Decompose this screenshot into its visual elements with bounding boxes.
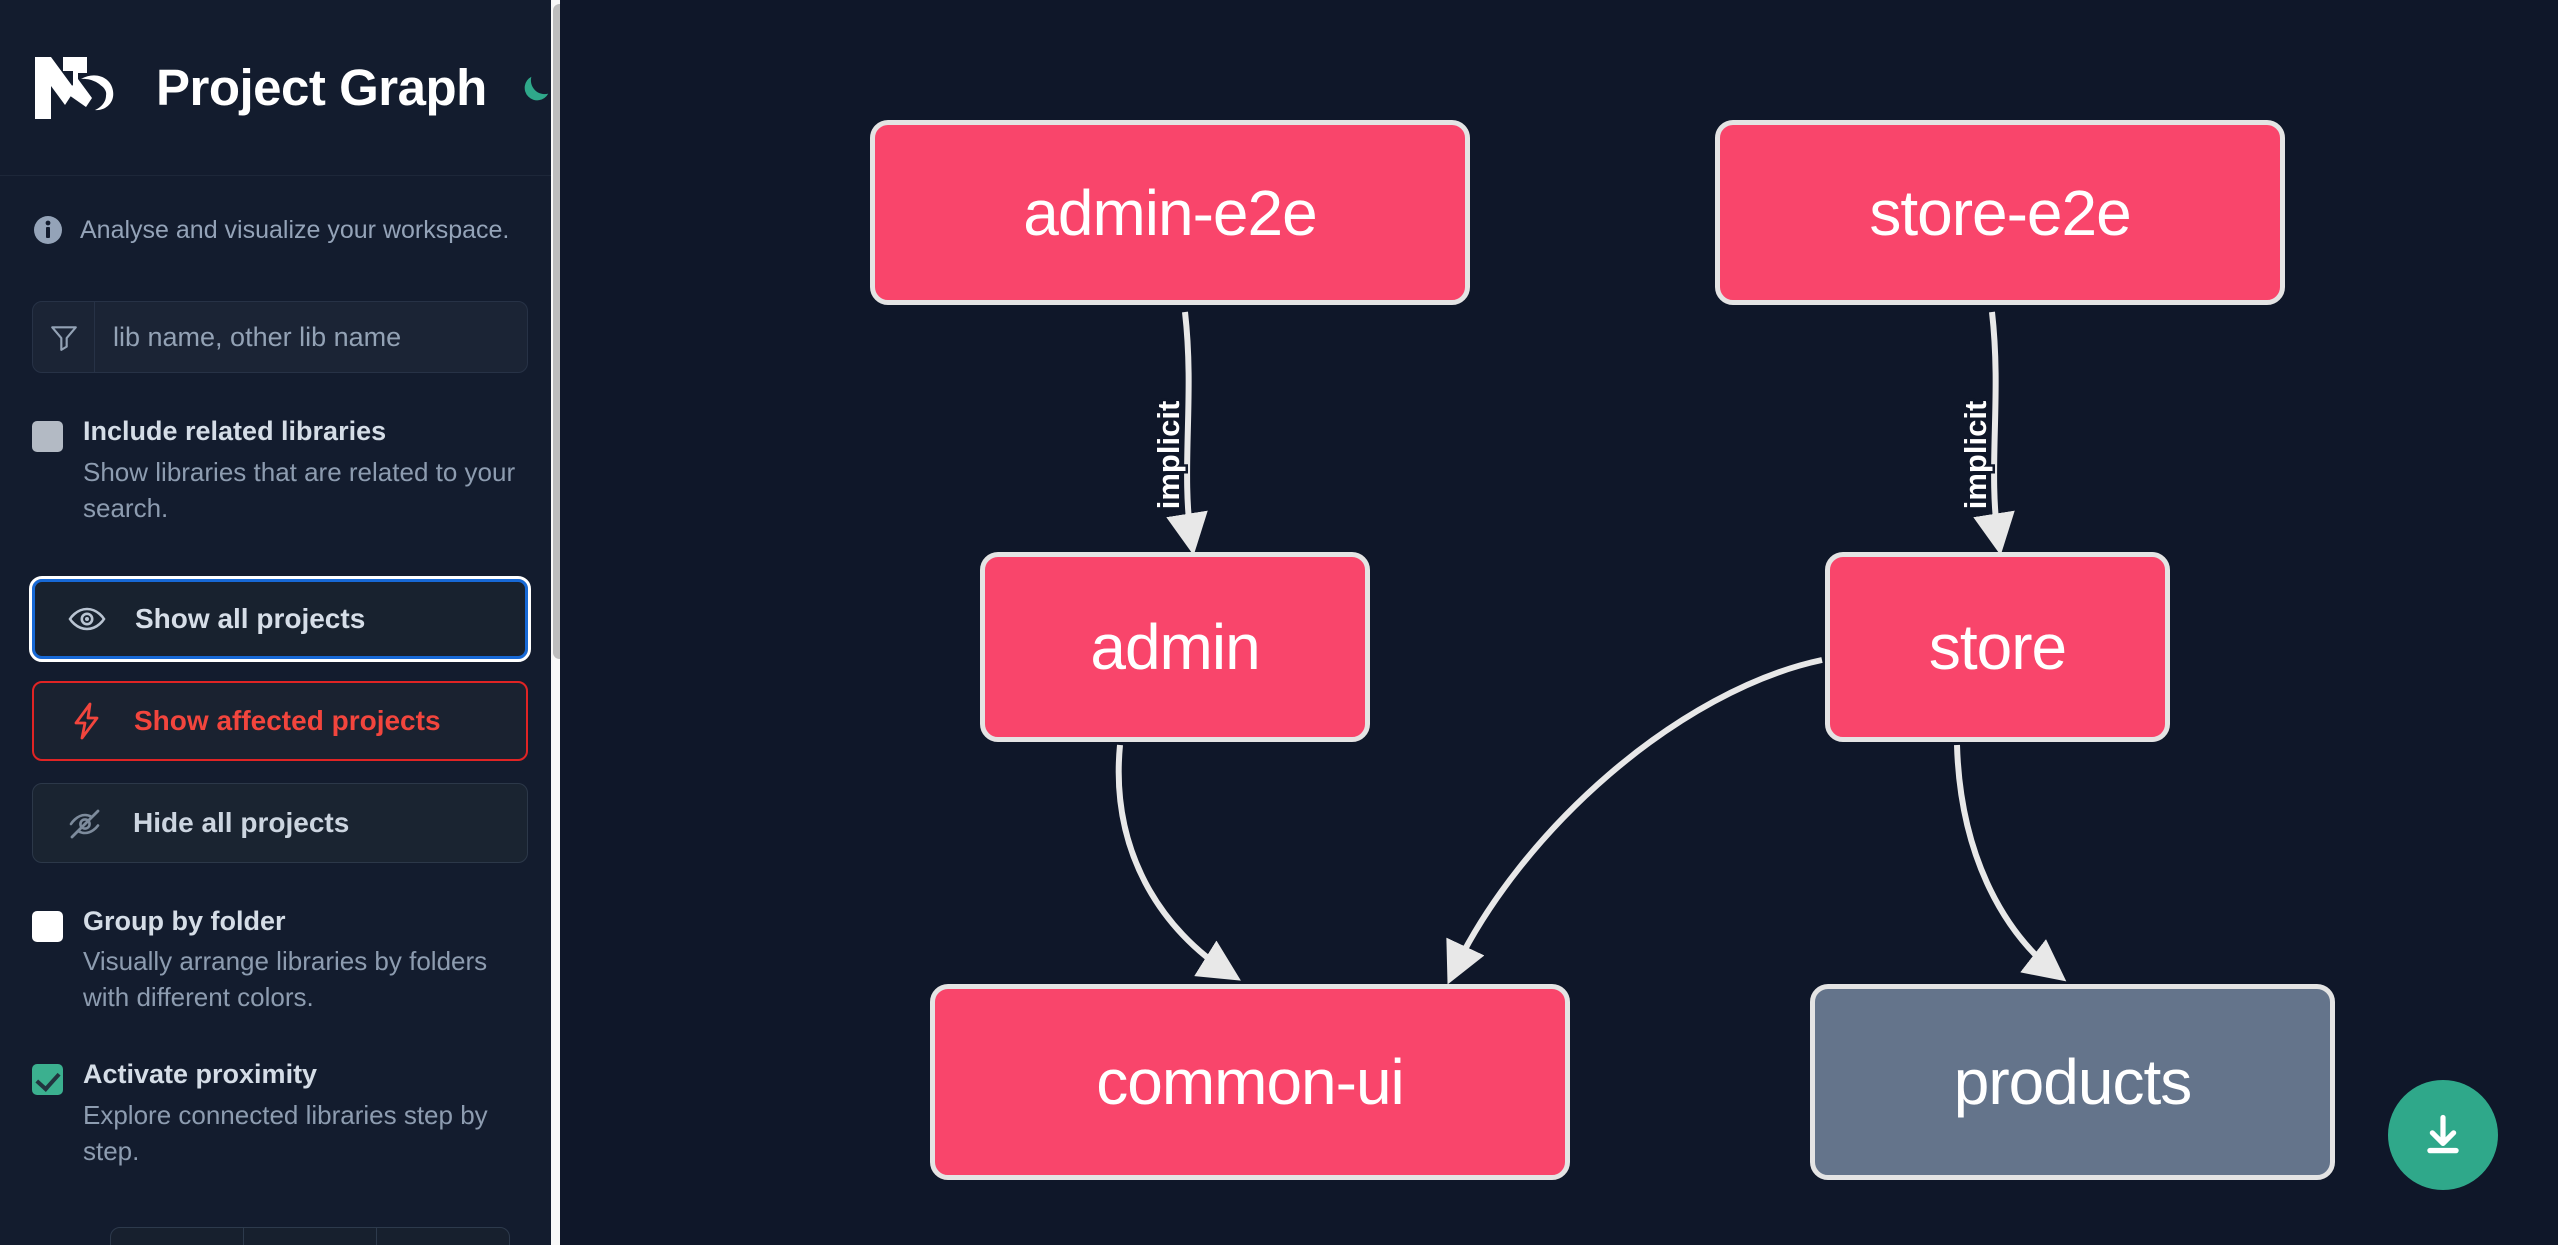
sidebar-scrollbar-thumb[interactable] bbox=[553, 4, 560, 659]
edge-admin-to-common-ui bbox=[1115, 744, 1241, 981]
checkbox-group-by-folder-box[interactable] bbox=[32, 910, 63, 942]
graph-node-store-label: store bbox=[1928, 611, 2067, 683]
nx-logo-icon bbox=[32, 53, 124, 123]
eye-off-icon bbox=[65, 803, 105, 843]
project-graph-canvas[interactable]: implicit implicit admin-e2e store-e2e ad… bbox=[560, 0, 2558, 1245]
graph-node-admin[interactable]: admin bbox=[980, 552, 1370, 742]
checkbox-activate-proximity-label: Activate proximity bbox=[83, 1059, 318, 1089]
proximity-stepper-increase[interactable] bbox=[377, 1228, 509, 1245]
checkbox-include-related-libraries-label: Include related libraries bbox=[83, 416, 387, 446]
checkbox-group-by-folder-desc: Visually arrange libraries by folders wi… bbox=[83, 946, 488, 1013]
sidebar-scrollbar-track[interactable] bbox=[551, 0, 560, 1245]
sidebar-header: Project Graph bbox=[0, 0, 560, 176]
graph-node-admin-e2e-label: admin-e2e bbox=[1023, 176, 1317, 249]
graph-node-store[interactable]: store bbox=[1825, 552, 2170, 742]
proximity-stepper-decrease[interactable] bbox=[111, 1228, 244, 1245]
checkbox-group-by-folder[interactable]: Group by folder Visually arrange librari… bbox=[0, 905, 560, 1017]
checkbox-include-related-libraries-desc: Show libraries that are related to your … bbox=[83, 456, 516, 523]
edge-label-admin-e2e-to-admin: implicit bbox=[1151, 401, 1186, 510]
show-all-projects-button[interactable]: Show all projects bbox=[29, 575, 531, 662]
checkbox-include-related-libraries[interactable]: Include related libraries Show libraries… bbox=[0, 415, 560, 527]
show-affected-projects-button[interactable]: Show affected projects bbox=[32, 680, 528, 761]
show-all-projects-label: Show all projects bbox=[135, 602, 366, 634]
visibility-button-group: Show all projects Show affected projects bbox=[29, 575, 531, 863]
download-button[interactable] bbox=[2388, 1080, 2498, 1190]
graph-node-common-ui[interactable]: common-ui bbox=[930, 984, 1570, 1180]
info-icon bbox=[32, 214, 64, 246]
filter-funnel-icon bbox=[33, 302, 95, 372]
graph-node-store-e2e[interactable]: store-e2e bbox=[1715, 120, 2285, 305]
graph-node-admin-e2e[interactable]: admin-e2e bbox=[870, 120, 1470, 305]
lightning-bolt-icon bbox=[66, 701, 106, 741]
moon-icon[interactable] bbox=[515, 65, 560, 111]
download-icon bbox=[2417, 1108, 2469, 1163]
graph-node-store-e2e-label: store-e2e bbox=[1869, 176, 2131, 249]
hide-all-projects-button[interactable]: Hide all projects bbox=[32, 782, 528, 863]
edge-store-to-products bbox=[1954, 744, 2067, 982]
edge-admin-e2e-to-admin bbox=[1185, 312, 1192, 545]
hide-all-projects-label: Hide all projects bbox=[133, 806, 350, 838]
edge-store-to-common-ui bbox=[1446, 657, 1823, 985]
graph-edges: implicit implicit bbox=[1115, 0, 2067, 985]
eye-icon bbox=[67, 599, 107, 639]
checkbox-activate-proximity-desc: Explore connected libraries step by step… bbox=[83, 1099, 488, 1166]
checkbox-include-related-libraries-box[interactable] bbox=[32, 421, 63, 452]
proximity-stepper-group[interactable] bbox=[110, 1227, 510, 1245]
graph-node-products[interactable]: products bbox=[1810, 984, 2335, 1180]
sidebar: Project Graph Analyse and visualize yo bbox=[0, 0, 560, 1245]
edge-store-e2e-to-store bbox=[1992, 312, 1999, 545]
graph-node-admin-label: admin bbox=[1090, 611, 1260, 683]
proximity-stepper-value bbox=[244, 1228, 377, 1245]
graph-node-common-ui-label: common-ui bbox=[1096, 1046, 1405, 1118]
sidebar-tagline: Analyse and visualize your workspace. bbox=[0, 176, 560, 246]
edge-label-store-e2e-to-store: implicit bbox=[1958, 401, 1993, 510]
show-affected-projects-label: Show affected projects bbox=[134, 704, 441, 736]
page-title: Project Graph bbox=[156, 59, 487, 116]
search-input[interactable] bbox=[95, 302, 527, 372]
checkbox-activate-proximity[interactable]: Activate proximity Explore connected lib… bbox=[0, 1058, 560, 1170]
sidebar-tagline-text: Analyse and visualize your workspace. bbox=[80, 215, 510, 244]
checkbox-activate-proximity-box[interactable] bbox=[32, 1064, 63, 1095]
search-filter[interactable] bbox=[32, 301, 528, 373]
checkbox-group-by-folder-label: Group by folder bbox=[83, 905, 286, 936]
graph-node-products-label: products bbox=[1953, 1046, 2192, 1118]
